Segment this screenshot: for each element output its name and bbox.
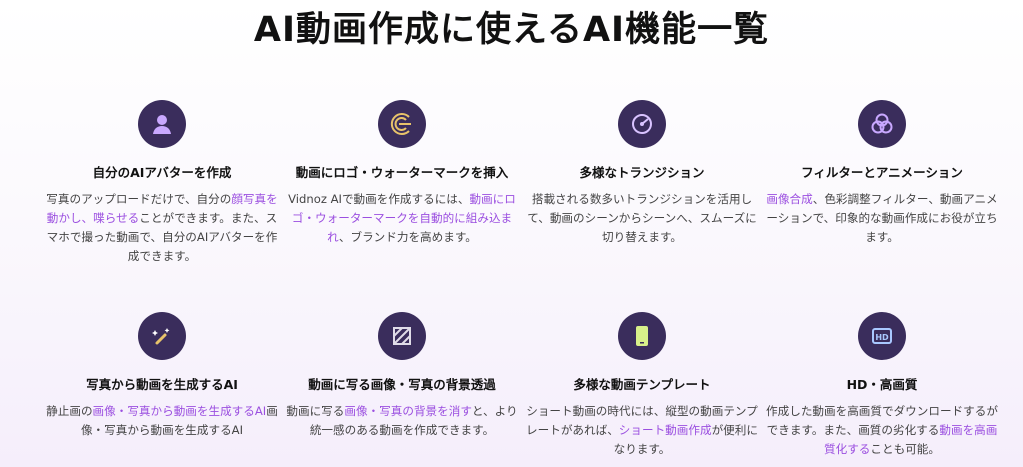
feature-card-transition: 多様なトランジション 搭載される数多いトランジションを活用して、動画のシーンから… <box>522 100 762 247</box>
feature-link[interactable]: 画像・写真から動画を生成するAI <box>92 404 267 418</box>
magic-wand-icon <box>138 312 186 360</box>
feature-title: 動画にロゴ・ウォーターマークを挿入 <box>295 165 509 180</box>
feature-card-filter: フィルターとアニメーション 画像合成、色彩調整フィルター、動画アニメーションで、… <box>762 100 1002 247</box>
feature-description: 写真のアップロードだけで、自分の顔写真を動かし、喋らせることができます。また、ス… <box>46 192 278 263</box>
feature-link[interactable]: 顔写真を動かし、喋らせる <box>46 192 278 225</box>
feature-title: 多様なトランジション <box>579 165 705 180</box>
feature-description: 搭載される数多いトランジションを活用して、動画のシーンからシーンへ、スムーズに切… <box>527 192 757 244</box>
feature-description: 動画に写る画像・写真の背景を消すと、より統一感のある動画を作成できます。 <box>286 404 518 437</box>
feature-title: 自分のAIアバターを作成 <box>92 165 232 180</box>
logo-watermark-icon <box>378 100 426 148</box>
feature-title: HD・高画質 <box>846 377 918 392</box>
filter-icon <box>858 100 906 148</box>
feature-link[interactable]: 画像合成 <box>766 192 813 206</box>
transition-icon <box>618 100 666 148</box>
feature-title: 写真から動画を生成するAI <box>86 377 238 392</box>
feature-link[interactable]: 動画を高画質化する <box>824 423 998 456</box>
feature-description: 作成した動画を高画質でダウンロードするができます。また、画質の劣化する動画を高画… <box>766 404 998 456</box>
background-transparent-icon <box>378 312 426 360</box>
feature-card-logo: 動画にロゴ・ウォーターマークを挿入 Vidnoz AIで動画を作成するには、動画… <box>282 100 522 247</box>
feature-link[interactable]: 画像・写真の背景を消す <box>344 404 472 418</box>
feature-card-avatar: 自分のAIアバターを作成 写真のアップロードだけで、自分の顔写真を動かし、喋らせ… <box>42 100 282 266</box>
feature-description: 画像合成、色彩調整フィルター、動画アニメーションで、印象的な動画作成にお役が立ち… <box>766 192 998 244</box>
feature-description: ショート動画の時代には、縦型の動画テンプレートがあれば、ショート動画作成が便利に… <box>526 404 758 456</box>
feature-description: Vidnoz AIで動画を作成するには、動画にロゴ・ウォーターマークを自動的に組… <box>288 192 516 244</box>
feature-description: 静止画の画像・写真から動画を生成するAI画像・写真から動画を生成するAI <box>46 404 278 437</box>
feature-card-image-to-video: 写真から動画を生成するAI 静止画の画像・写真から動画を生成するAI画像・写真か… <box>42 312 282 440</box>
feature-card-template: 多様な動画テンプレート ショート動画の時代には、縦型の動画テンプレートがあれば、… <box>522 312 762 459</box>
feature-card-hd: HD HD・高画質 作成した動画を高画質でダウンロードするができます。また、画質… <box>762 312 1002 459</box>
feature-card-background-removal: 動画に写る画像・写真の背景透過 動画に写る画像・写真の背景を消すと、より統一感の… <box>282 312 522 440</box>
feature-title: フィルターとアニメーション <box>801 165 963 180</box>
hd-icon: HD <box>858 312 906 360</box>
svg-text:HD: HD <box>875 333 889 342</box>
feature-link[interactable]: 動画にロゴ・ウォーターマークを自動的に組み込まれ <box>291 192 516 244</box>
feature-title: 動画に写る画像・写真の背景透過 <box>308 377 496 392</box>
feature-title: 多様な動画テンプレート <box>573 377 711 392</box>
avatar-icon <box>138 100 186 148</box>
template-icon <box>618 312 666 360</box>
page-title: AI動画作成に使えるAI機能一覧 <box>253 10 770 50</box>
feature-link[interactable]: ショート動画作成 <box>618 423 712 437</box>
